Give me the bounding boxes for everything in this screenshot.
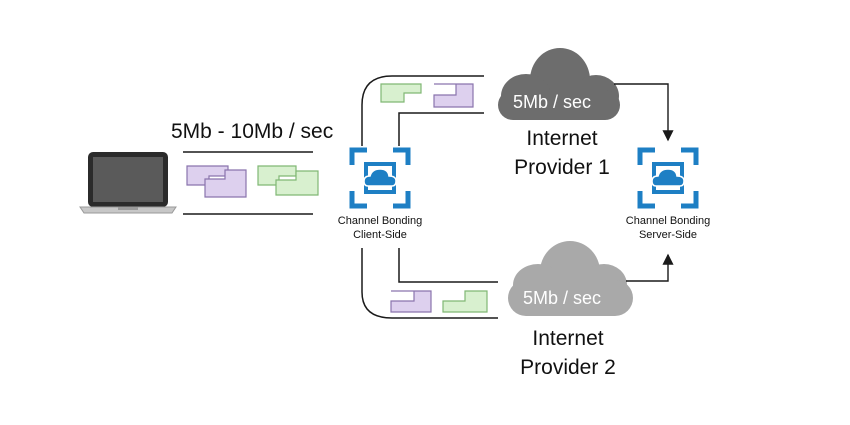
provider2-line1: Internet: [532, 327, 604, 350]
packet-green-lower: [442, 290, 488, 313]
provider1-line2: Provider 1: [514, 156, 610, 179]
client-node-line1: Channel Bonding: [337, 215, 423, 227]
cloud-icon-provider2: [508, 241, 633, 316]
tube-lower-inner: [398, 248, 498, 283]
packet-green-upper: [380, 83, 422, 103]
provider1-line1: Internet: [526, 127, 598, 150]
laptop-icon: [79, 152, 177, 214]
tube-upper-outer: [361, 75, 484, 146]
arrow-provider2-to-server: [626, 253, 674, 282]
provider2-line2: Provider 2: [520, 356, 616, 379]
server-node-label: Channel Bonding Server-Side: [608, 214, 728, 242]
packet-green-left: [257, 165, 319, 196]
server-node-icon: [637, 147, 699, 209]
packet-purple-lower: [390, 290, 432, 313]
server-node-line2: Server-Side: [638, 229, 698, 241]
tube-upper-inner: [398, 112, 484, 146]
cloud2-speed: 5Mb / sec: [523, 288, 602, 308]
client-node-label: Channel Bonding Client-Side: [320, 214, 440, 242]
server-node-line1: Channel Bonding: [625, 215, 711, 227]
cloud-icon-provider1: [498, 48, 620, 120]
provider2-label: Internet Provider 2: [503, 324, 633, 382]
arrow-provider1-to-server: [614, 83, 674, 142]
tube-lower-outer: [361, 248, 498, 319]
cloud1-speed: 5Mb / sec: [513, 92, 592, 112]
client-node-line2: Client-Side: [353, 229, 407, 241]
packet-purple-upper: [433, 83, 474, 108]
packet-purple-left: [186, 165, 247, 198]
provider1-label: Internet Provider 1: [497, 124, 627, 182]
throughput-label: 5Mb - 10Mb / sec: [171, 120, 334, 143]
client-node-icon: [349, 147, 411, 209]
